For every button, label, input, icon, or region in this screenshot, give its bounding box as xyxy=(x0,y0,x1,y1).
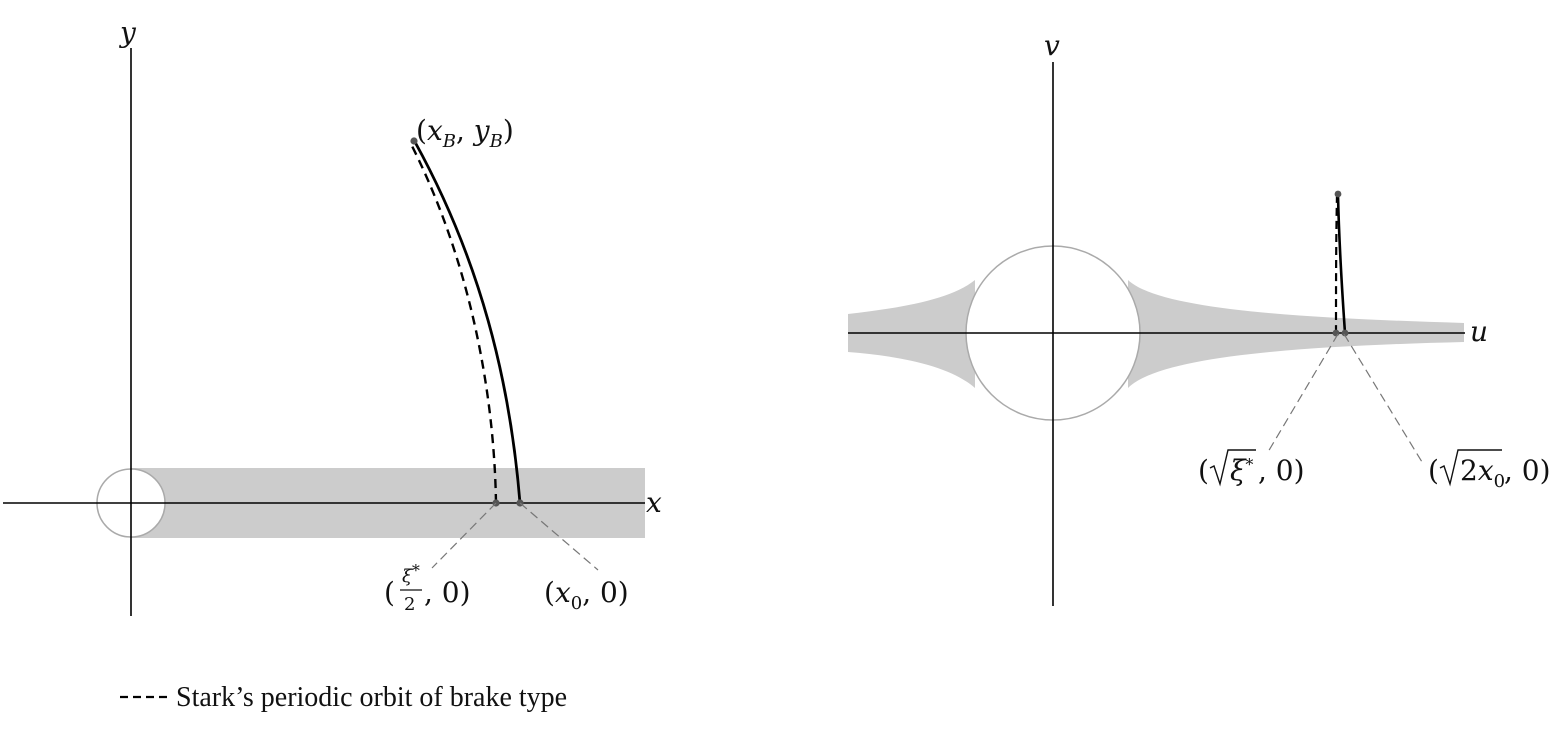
right-v-axis-label: v xyxy=(1044,29,1060,62)
left-leader-xi xyxy=(431,502,497,569)
svg-text:, 0): , 0) xyxy=(424,576,471,609)
label-point-xi: ( ξ* 2 , 0) xyxy=(384,561,471,615)
right-u-axis-label: u xyxy=(1470,315,1488,348)
label-point-B: (xB, yB) xyxy=(416,114,514,152)
svg-text:, 0): , 0) xyxy=(1504,454,1551,487)
left-dashed-orbit xyxy=(408,141,498,504)
label-point-x0: (x0, 0) xyxy=(544,576,629,614)
right-leader-sqrt-2x0 xyxy=(1343,333,1423,463)
right-dashed-orbit xyxy=(1334,194,1339,334)
legend: Stark’s periodic orbit of brake type xyxy=(120,682,567,713)
left-solid-orbit xyxy=(413,141,522,504)
right-point-sqrt-2x0 xyxy=(1341,329,1349,337)
svg-text:(: ( xyxy=(1198,454,1209,487)
left-panel: y x (xB, yB) ( ξ* 2 , 0) (x0, 0) xyxy=(3,16,662,616)
left-x-axis-label: x xyxy=(646,486,662,519)
legend-text: Stark’s periodic orbit of brake type xyxy=(176,682,567,713)
svg-text:(: ( xyxy=(1428,454,1439,487)
svg-text:ξ*: ξ* xyxy=(1230,454,1253,487)
right-panel: v u ( ξ* , 0) ( 2x0 , 0) xyxy=(848,29,1551,606)
right-leader-sqrt-xi xyxy=(1267,333,1339,453)
right-point-top xyxy=(1334,190,1342,198)
svg-text:(x0, 0): (x0, 0) xyxy=(544,576,629,614)
svg-text:2x0: 2x0 xyxy=(1460,454,1505,492)
svg-text:ξ*: ξ* xyxy=(402,561,420,587)
left-point-B xyxy=(410,137,418,145)
svg-text:(: ( xyxy=(384,576,395,609)
right-point-sqrt-xi xyxy=(1332,329,1340,337)
right-solid-orbit xyxy=(1336,194,1347,334)
left-y-axis-label: y xyxy=(118,16,137,49)
label-point-sqrt-xi: ( ξ* , 0) xyxy=(1198,449,1305,487)
svg-text:(xB, yB): (xB, yB) xyxy=(416,114,514,152)
svg-text:, 0): , 0) xyxy=(1258,454,1305,487)
right-shaded-region xyxy=(848,280,975,388)
svg-text:2: 2 xyxy=(404,594,415,615)
label-point-sqrt-2x0: ( 2x0 , 0) xyxy=(1428,449,1551,492)
left-leader-x0 xyxy=(519,502,599,571)
